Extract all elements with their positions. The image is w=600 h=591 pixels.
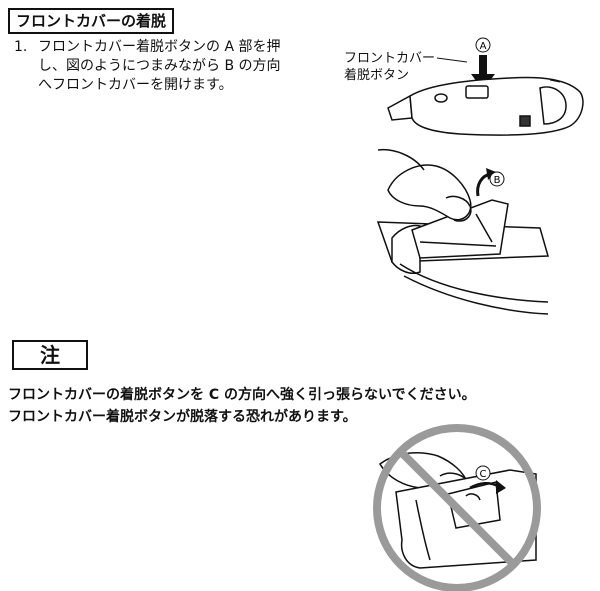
warning-line-1: フロントカバーの着脱ボタンを C の方向へ強く引っ張らないでください。 [8,387,476,403]
figure-2-open-cover-illustration [376,148,549,315]
marker-b: B [489,171,505,187]
figure-1-caption: フロントカバー 着脱ボタン [344,50,435,84]
warning-line-2: フロントカバー着脱ボタンが脱落する恐れがあります。 [8,409,357,425]
caption-line-2: 着脱ボタン [344,68,410,83]
warning-text: フロントカバーの着脱ボタンを C の方向へ強く引っ張らないでください。 フロント… [8,384,588,428]
step-1-text: フロントカバー着脱ボタンの A 部を押 し、図のようにつまみながら B の方向 … [38,38,338,95]
pull-direction-arrow [469,480,506,494]
section-title: フロントカバーの着脱 [8,8,175,34]
step-1-line-1: フロントカバー着脱ボタンの A 部を押 [38,39,281,55]
cleaner-body [387,76,584,136]
svg-text:B: B [494,175,501,186]
step-1-line-3: へフロントカバーを開けます。 [38,77,233,93]
open-direction-arrow [476,168,496,197]
step-1-line-2: し、図のようにつまみながら B の方向 [38,58,281,74]
prohibition-sign-icon [373,424,541,591]
note-heading: 注 [12,340,88,370]
caption-line-1: フロントカバー [344,51,436,66]
step-number: 1. [14,39,28,55]
svg-text:A: A [480,41,487,52]
marker-c: C [475,465,491,481]
marker-a: A [475,37,491,53]
svg-text:C: C [480,469,487,480]
